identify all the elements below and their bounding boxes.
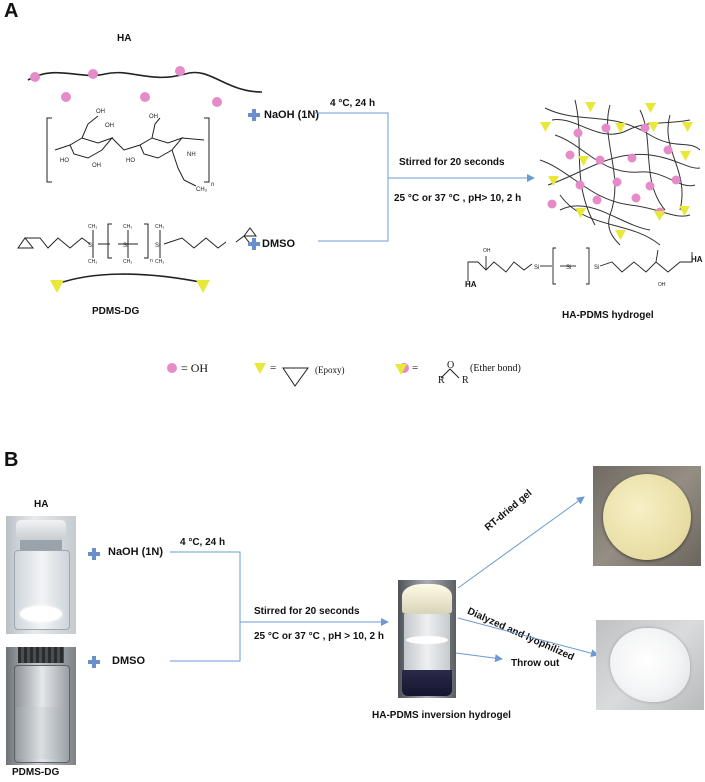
arrow-dialyzed <box>457 617 599 658</box>
connector-a <box>315 112 389 242</box>
product-ha-right: HA <box>691 255 703 264</box>
panel-a-letter: A <box>4 0 19 22</box>
panel-b-condition-2: 25 °C or 37 °C , pH > 10, 2 h <box>254 631 384 642</box>
legend-r-right: R <box>462 375 469 386</box>
svg-text:CH₃: CH₃ <box>88 259 97 265</box>
panel-b-dmso-label: DMSO <box>112 655 145 667</box>
legend-oh-bead <box>167 363 177 373</box>
svg-text:n: n <box>211 182 214 188</box>
product-structure <box>467 247 693 285</box>
panel-a-condition-2: 25 °C or 37 °C , pH> 10, 2 h <box>394 193 522 204</box>
legend-epoxy-eq: = <box>270 362 277 374</box>
svg-text:OH: OH <box>483 248 491 254</box>
product-ha-left: HA <box>465 280 477 289</box>
epoxy-triangle <box>50 280 64 293</box>
ha-vial-photo <box>6 516 76 634</box>
hydrogel-epoxy <box>540 102 693 240</box>
panel-a-stir-label: Stirred for 20 seconds <box>399 157 505 168</box>
legend-epoxy-triangle <box>254 363 266 374</box>
panel-a-condition-1: 4 °C, 24 h <box>330 98 376 109</box>
panel-a-ha-label: HA <box>117 33 132 44</box>
legend-epoxy-text: (Epoxy) <box>315 365 345 375</box>
oh-bead <box>30 72 40 82</box>
ha-chain <box>27 71 263 93</box>
panel-b-stir-label: Stirred for 20 seconds <box>254 606 360 617</box>
panel-b-ha-label: HA <box>34 499 49 510</box>
oh-bead <box>88 69 98 79</box>
plus-icon <box>248 109 260 121</box>
svg-text:CH₃: CH₃ <box>155 224 164 230</box>
panel-b-naoh-label: NaOH (1N) <box>108 546 164 558</box>
oh-bead <box>175 66 185 76</box>
svg-text:OH: OH <box>92 163 101 169</box>
panel-b-letter: B <box>4 449 19 471</box>
oh-bead <box>212 97 222 107</box>
legend-ether-text: (Ether bond) <box>470 363 521 374</box>
hydrogel-network <box>539 99 701 246</box>
svg-text:CH₃: CH₃ <box>88 224 97 230</box>
svg-text:OH: OH <box>658 282 666 288</box>
connector-b <box>170 551 241 662</box>
svg-text:HO: HO <box>126 158 135 164</box>
svg-text:HO: HO <box>60 158 69 164</box>
throw-out-label: Throw out <box>511 658 560 669</box>
svg-text:CH₃: CH₃ <box>155 259 164 265</box>
svg-text:Si: Si <box>155 243 160 249</box>
svg-text:Si: Si <box>594 265 599 271</box>
svg-text:CH₃: CH₃ <box>196 187 208 193</box>
panel-a-pdms-dg-label: PDMS-DG <box>92 306 140 317</box>
svg-text:Si: Si <box>566 265 571 271</box>
legend-ether-triangle <box>395 364 407 375</box>
legend-oh-text: = OH <box>181 361 209 375</box>
legend-ether-eq: = <box>412 362 419 374</box>
oh-bead <box>61 92 71 102</box>
svg-text:CH₃: CH₃ <box>123 259 132 265</box>
svg-text:n: n <box>150 258 153 264</box>
plus-icon <box>88 656 100 668</box>
svg-text:Si: Si <box>123 243 128 249</box>
legend-o-label: O <box>447 360 455 371</box>
epoxy-triangle <box>196 280 210 293</box>
rt-dried-gel-photo <box>593 466 701 566</box>
svg-text:OH: OH <box>96 109 105 115</box>
panel-b-hydrogel-label: HA-PDMS inversion hydrogel <box>372 710 511 721</box>
svg-text:CH₃: CH₃ <box>123 224 132 230</box>
svg-text:Si: Si <box>534 265 539 271</box>
legend-epoxy-ring <box>282 367 309 387</box>
panel-b-pdms-dg-label: PDMS-DG <box>12 767 60 778</box>
inversion-hydrogel-photo <box>398 580 456 698</box>
svg-text:NH: NH <box>187 152 196 158</box>
panel-a-dmso-label: DMSO <box>262 238 295 250</box>
svg-text:Si: Si <box>88 243 93 249</box>
svg-text:OH: OH <box>105 123 114 129</box>
pdms-dg-structure <box>17 223 257 259</box>
pdms-dg-chain <box>56 273 206 285</box>
panel-a-naoh-label: NaOH (1N) <box>264 109 320 121</box>
svg-text:OH: OH <box>149 114 158 120</box>
legend-r-left: R <box>438 375 445 386</box>
arrow-rt-dried <box>457 496 585 589</box>
legend-ether-bond <box>440 368 460 379</box>
plus-icon <box>248 238 260 250</box>
panel-b-condition-1: 4 °C, 24 h <box>180 537 226 548</box>
arrow-throw-out <box>447 651 503 663</box>
plus-icon <box>88 548 100 560</box>
oh-bead <box>140 92 150 102</box>
lyophilized-gel-photo <box>596 620 704 710</box>
panel-a-product-label: HA-PDMS hydrogel <box>562 310 654 321</box>
pdms-dg-vial-photo <box>6 647 76 765</box>
ha-structure <box>46 115 210 187</box>
